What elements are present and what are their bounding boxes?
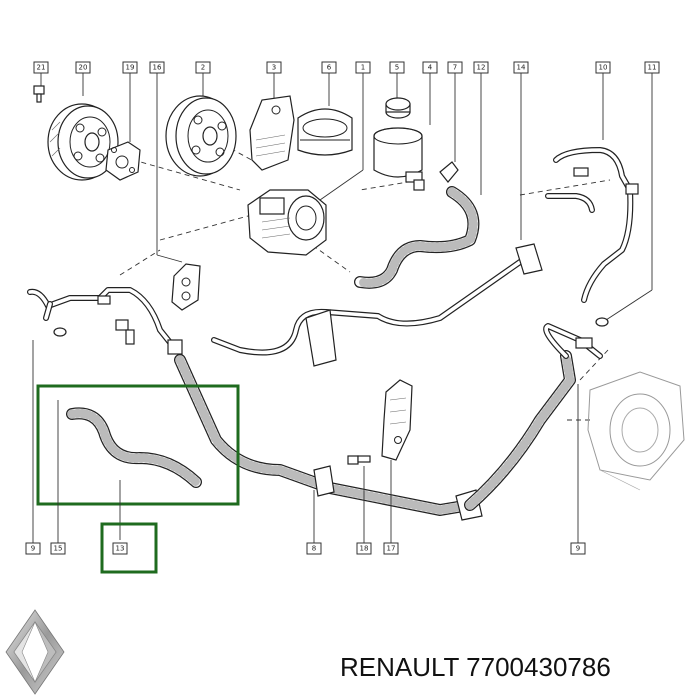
callout-19[interactable]: 19 <box>122 61 138 142</box>
callout-20-text: 20 <box>79 64 88 72</box>
power-steering-pump <box>247 189 327 256</box>
callout-3-text: 3 <box>272 64 276 72</box>
steering-rack <box>587 371 685 491</box>
callout-21-text: 21 <box>37 64 46 72</box>
callout-2[interactable]: 2 <box>195 61 211 96</box>
hose-clip <box>439 161 459 183</box>
callout-18[interactable]: 18 <box>356 466 372 555</box>
callout-9-left[interactable]: 9 <box>25 340 41 555</box>
callout-1[interactable]: 1 <box>319 61 371 201</box>
renault-diamond-icon <box>5 609 65 695</box>
callout-6[interactable]: 6 <box>321 61 337 106</box>
part-caption: RENAULT 7700430786 <box>340 652 611 682</box>
callout-5[interactable]: 5 <box>389 61 405 98</box>
pulley-left <box>47 103 119 181</box>
highlighted-part-13[interactable] <box>36 384 240 540</box>
callout-3[interactable]: 3 <box>266 61 282 98</box>
callout-4-text: 4 <box>428 64 433 72</box>
banjo-bolt <box>115 319 135 345</box>
callout-16-text: 16 <box>153 64 162 72</box>
pipe-bracket <box>171 263 201 311</box>
reservoir-cap <box>385 97 411 119</box>
callout-11-text: 11 <box>648 64 657 72</box>
callout-12[interactable]: 12 <box>473 61 489 195</box>
callout-14-text: 14 <box>517 64 526 72</box>
o-ring-seal <box>595 317 609 327</box>
rack-hose <box>464 323 603 511</box>
callout-8[interactable]: 8 <box>306 490 322 555</box>
callout-15[interactable]: 15 <box>50 400 66 555</box>
callout-4[interactable]: 4 <box>422 61 438 125</box>
callout-12-text: 12 <box>477 64 486 72</box>
return-hose <box>354 186 480 289</box>
pressure-hose <box>174 354 483 521</box>
callout-10-text: 10 <box>599 64 608 72</box>
callout-10[interactable]: 10 <box>595 61 611 140</box>
callout-18-text: 18 <box>360 545 369 553</box>
callout-6-text: 6 <box>327 64 332 72</box>
bolt-18 <box>347 455 371 465</box>
pump-bracket <box>249 95 295 171</box>
pulley-right <box>165 95 237 177</box>
callout-1-text: 1 <box>361 64 365 72</box>
callout-8-text: 8 <box>312 545 316 553</box>
callout-19-text: 19 <box>126 64 135 72</box>
callout-7[interactable]: 7 <box>447 61 463 162</box>
callout-11[interactable]: 11 <box>605 61 660 321</box>
fluid-reservoir <box>373 127 425 191</box>
callout-2-text: 2 <box>201 64 205 72</box>
callout-14[interactable]: 14 <box>513 61 529 240</box>
mounting-bracket <box>381 379 413 461</box>
high-pressure-line <box>211 243 543 367</box>
left-feed-pipe <box>27 287 183 355</box>
callout-9-right-text: 9 <box>576 545 580 553</box>
reservoir-clamp <box>297 108 353 156</box>
bolt-21 <box>33 85 45 103</box>
callout-7-text: 7 <box>453 64 457 72</box>
callout-17[interactable]: 17 <box>383 460 399 555</box>
callout-20[interactable]: 20 <box>75 61 91 96</box>
callout-17-text: 17 <box>387 545 396 553</box>
callout-9-right[interactable]: 9 <box>570 384 586 555</box>
callout-16[interactable]: 16 <box>149 61 183 263</box>
callout-21[interactable]: 21 <box>33 61 49 86</box>
flange-plate <box>105 141 141 181</box>
callout-15-text: 15 <box>54 545 63 553</box>
callout-9-left-text: 9 <box>31 545 35 553</box>
callout-13-text: 13 <box>116 545 125 553</box>
cooling-pipe <box>545 147 639 303</box>
callout-5-text: 5 <box>395 64 399 72</box>
callout-13[interactable]: 13 <box>100 522 158 574</box>
